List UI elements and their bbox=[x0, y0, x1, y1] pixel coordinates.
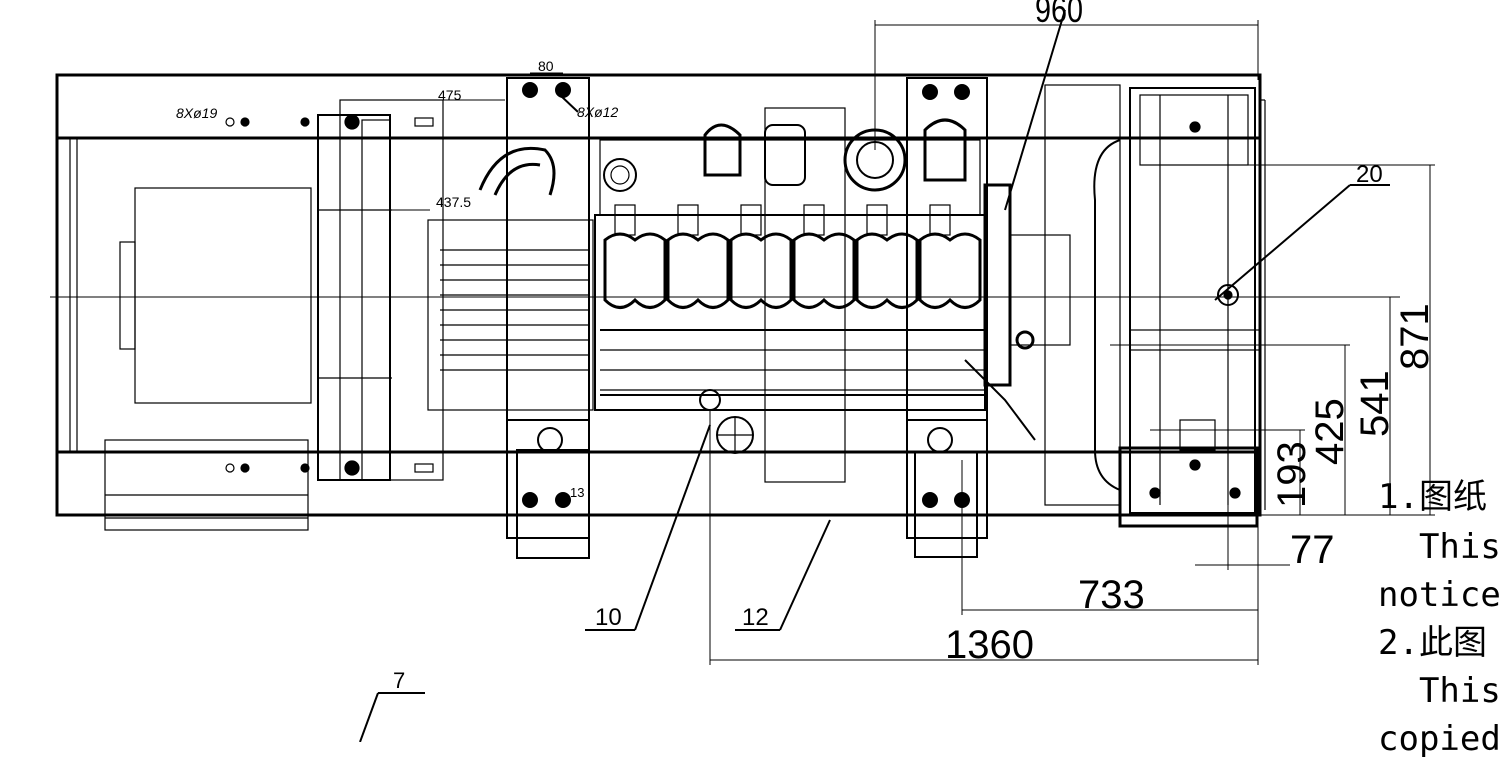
base-frame bbox=[55, 73, 1262, 517]
callout-10: 10 bbox=[595, 604, 622, 631]
dim-733: 733 bbox=[1078, 573, 1145, 617]
dimension-lines bbox=[330, 20, 1435, 665]
radiator bbox=[1044, 84, 1266, 528]
dim-475: 475 bbox=[438, 87, 462, 103]
air-intake bbox=[427, 146, 594, 411]
dim-13: 13 bbox=[570, 485, 584, 500]
callout-leaders bbox=[359, 9, 1390, 742]
dim-80: 80 bbox=[538, 58, 554, 74]
dim-1360: 1360 bbox=[945, 623, 1034, 667]
bolt-holes bbox=[225, 114, 1241, 499]
flywheel-housing bbox=[964, 183, 1071, 441]
dim-437-5: 437.5 bbox=[436, 194, 471, 210]
dim-960: 960 bbox=[1035, 0, 1083, 30]
engineering-drawing: 960 1360 733 77 871 541 425 193 80 475 4… bbox=[50, 0, 1437, 742]
hole-label-large: 8Xø19 bbox=[176, 105, 217, 121]
callout-7: 7 bbox=[393, 668, 405, 693]
note-line-3: notice bbox=[1378, 575, 1500, 615]
coupling-housing bbox=[317, 99, 444, 481]
alternator bbox=[104, 187, 312, 531]
note-line-2: This bbox=[1378, 527, 1500, 567]
rear-mount-bracket bbox=[906, 77, 988, 558]
dim-425: 425 bbox=[1308, 398, 1352, 465]
note-line-6: copied bbox=[1378, 719, 1500, 759]
dim-871: 871 bbox=[1393, 303, 1437, 370]
hole-label-small: 8Xø12 bbox=[577, 104, 618, 120]
note-line-5: This bbox=[1378, 671, 1500, 711]
dim-77: 77 bbox=[1290, 528, 1335, 572]
callout-12: 12 bbox=[742, 604, 769, 631]
callout-20: 20 bbox=[1356, 161, 1383, 188]
front-mount-bracket bbox=[506, 77, 590, 559]
dim-193: 193 bbox=[1270, 441, 1314, 508]
note-line-4: 2.此图 bbox=[1378, 623, 1487, 663]
dim-541: 541 bbox=[1353, 370, 1397, 437]
note-line-1: 1.图纸 bbox=[1378, 477, 1487, 517]
engine-block bbox=[594, 107, 986, 483]
